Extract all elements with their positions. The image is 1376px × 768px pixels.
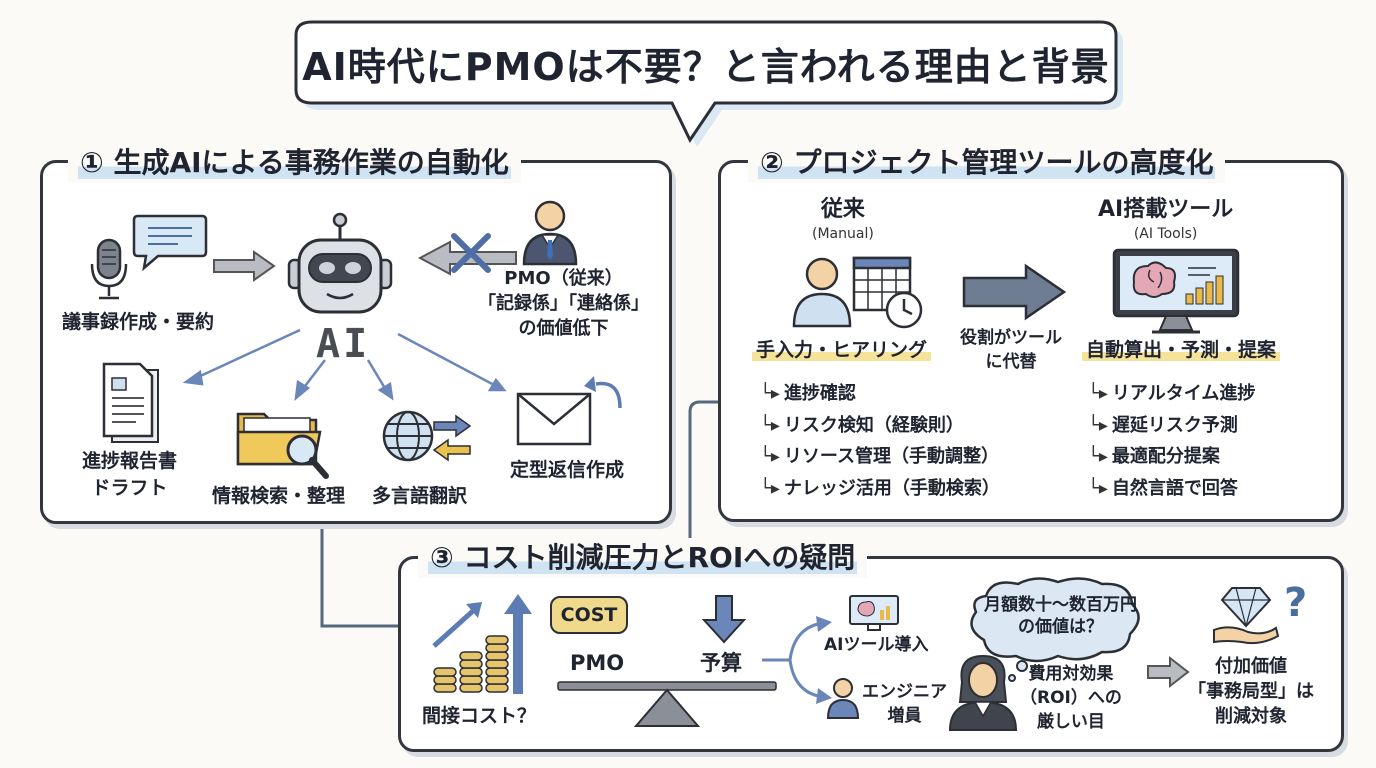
monitor-icon: [1112, 248, 1240, 334]
list-item: └▸リソース管理（手動調整）: [760, 446, 999, 467]
right-band: 自動算出・予測・提案: [1082, 338, 1281, 363]
magnifier-icon: [286, 434, 329, 479]
list-item: └▸最適配分提案: [1088, 446, 1220, 467]
page-title: AI時代にPMOは不要？と言われる理由と背景: [302, 45, 1110, 89]
coins-icon: [432, 594, 532, 694]
brain-icon: [1132, 261, 1176, 298]
down-arrow: [701, 595, 747, 644]
cost-tag: COST: [550, 596, 628, 634]
mid-label: 役割がツール に代替: [960, 328, 1062, 372]
manual-list: └▸進捗確認 └▸リスク検知（経験則） └▸リソース管理（手動調整） └▸ナレッ…: [760, 378, 1000, 504]
branch-arrows: [762, 616, 832, 704]
reply-label: 定型返信作成: [510, 459, 625, 481]
budget-label: 予算: [700, 651, 742, 675]
indirect-cost-label: 間接コスト？: [422, 705, 537, 727]
list-item: └▸リスク検知（経験則）: [760, 414, 964, 436]
globe-icon: [382, 410, 472, 462]
question-icon: ?: [1284, 580, 1307, 626]
list-item: └▸進捗確認: [760, 383, 856, 404]
pmo-label: PMO（従来） 「記録係」「連絡係」 の価値低下: [478, 268, 649, 339]
document-icon: [102, 362, 159, 443]
roi-label: 費用対効果 （ROI）への 厳しい目: [1020, 664, 1122, 732]
businessman-icon: [522, 200, 578, 266]
section2-title: ② プロジェクト管理ツールの高度化: [748, 143, 1226, 183]
translate-label: 多言語翻訳: [372, 485, 468, 507]
engineer-icon: [826, 678, 860, 719]
left-heading: 従来 (Manual): [812, 197, 874, 243]
minutes-label: 議事録作成・要約: [62, 311, 215, 333]
ai-tool-label: AIツール導入: [824, 635, 929, 655]
calendar-icon: [852, 256, 912, 312]
section3-title: ③ コスト削減圧力とROIへの疑問: [418, 538, 868, 578]
pmo-side-label: PMO: [570, 651, 625, 675]
arrow-to-value: [1147, 655, 1190, 689]
value-label: 付加価値 「事務局型」は 削減対象: [1188, 656, 1314, 727]
big-right-arrow: [962, 263, 1067, 321]
section1-title: ① 生成AIによる事務作業の自動化: [68, 143, 521, 183]
list-item: └▸遅延リスク予測: [1088, 414, 1238, 436]
left-band: 手入力・ヒアリング: [752, 338, 932, 363]
engineer-label: エンジニア 増員: [862, 682, 947, 726]
report-label: 進捗報告書 ドラフト: [82, 450, 178, 499]
clock-icon: [885, 291, 923, 329]
arrow-to-ai: [213, 250, 276, 282]
right-heading: AI搭載ツール (AI Tools): [1098, 197, 1234, 243]
section3-panel: [398, 556, 1344, 752]
list-item: └▸自然言語で回答: [1088, 477, 1238, 499]
ai-tools-list: └▸リアルタイム進捗 └▸遅延リスク予測 └▸最適配分提案 └▸自然言語で回答: [1088, 378, 1255, 504]
thought-text: 月額数十～数百万円 の価値は？: [984, 595, 1137, 637]
microphone-icon: [90, 238, 128, 300]
search-label: 情報検索・整理: [212, 485, 346, 507]
speech-bubble-icon: [132, 214, 208, 272]
list-item: └▸ナレッジ活用（手動検索）: [760, 477, 1000, 499]
list-item: └▸リアルタイム進捗: [1088, 383, 1256, 404]
person-icon: [792, 257, 852, 328]
small-monitor-icon: [849, 595, 899, 631]
cross-icon: [451, 233, 491, 273]
woman-icon: [948, 654, 1018, 731]
robot-icon: [287, 212, 393, 314]
ai-label: AI: [316, 321, 371, 367]
envelope-icon: [516, 376, 622, 446]
thought-cloud: [970, 577, 1140, 682]
scale-icon: [557, 681, 777, 727]
diamond-icon: ?: [1213, 580, 1307, 645]
